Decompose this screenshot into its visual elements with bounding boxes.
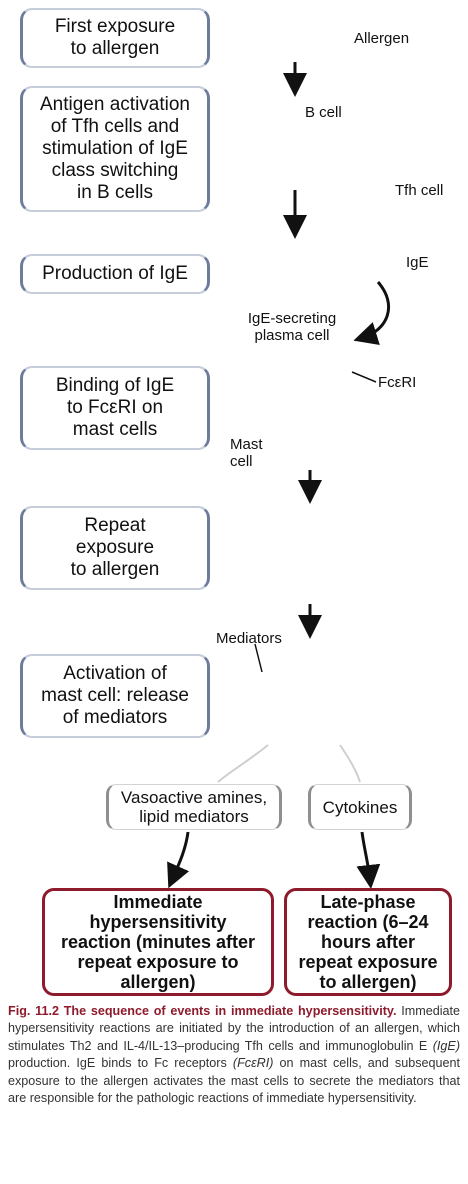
outcome-late-phase-reaction: Late-phase reaction (6–24 hours after re… <box>284 888 452 996</box>
arrow-to-late-phase <box>356 831 381 889</box>
step-first-exposure: First exposure to allergen <box>20 8 210 68</box>
fceri-pointer <box>351 371 377 383</box>
arrow-ige-to-mastcell <box>353 281 390 346</box>
step-label: Binding of IgE to FcεRI on mast cells <box>55 375 175 440</box>
step-label: Activation of mast cell: release of medi… <box>41 663 189 728</box>
outcome-immediate-hypersensitivity: Immediate hypersensitivity reaction (min… <box>42 888 274 996</box>
step-repeat-exposure: Repeat exposure to allergen <box>20 506 210 590</box>
arrow-to-vasoactive <box>217 744 269 783</box>
figure-caption: Fig. 11.2 The sequence of events in imme… <box>8 1003 460 1107</box>
label-plasma-cell: IgE-secreting plasma cell <box>247 310 337 344</box>
arrow-to-cytokines <box>339 744 361 783</box>
label-b-cell: B cell <box>305 104 342 121</box>
step-label: Production of IgE <box>42 263 188 284</box>
caption-abbr-ige: (IgE) <box>432 1038 461 1053</box>
step-binding-of-ige: Binding of IgE to FcεRI on mast cells <box>20 366 210 450</box>
label-fceri: FcεRI <box>378 374 417 391</box>
step-label: Repeat exposure to allergen <box>70 515 160 580</box>
branch-cytokines: Cytokines <box>308 784 412 830</box>
label-mediators: Mediators <box>216 630 282 647</box>
step-label: First exposure to allergen <box>54 16 176 59</box>
label-allergen: Allergen <box>354 30 410 47</box>
caption-abbr-fceri: (FcεRI) <box>232 1056 274 1071</box>
step-production-of-ige: Production of IgE <box>20 254 210 294</box>
label-ige: IgE <box>406 254 429 271</box>
caption-text-2: production. IgE binds to Fc receptors <box>8 1056 227 1071</box>
step-activation-of-mast-cell: Activation of mast cell: release of medi… <box>20 654 210 738</box>
branch-vasoactive-amines: Vasoactive amines, lipid mediators <box>106 784 282 830</box>
mediators-pointer <box>254 643 263 673</box>
caption-text-3: on mast cells, and subsequent exposure t… <box>8 1056 461 1106</box>
caption-text-1: Immediate hypersensitivity reactions are… <box>8 1004 461 1053</box>
caption-title: The sequence of events in immediate hype… <box>63 1004 397 1018</box>
caption-figure-label: Fig. 11.2 <box>8 1004 59 1018</box>
step-antigen-activation: Antigen activation of Tfh cells and stim… <box>20 86 210 212</box>
label-tfh-cell: Tfh cell <box>395 182 444 199</box>
label-mast-cell: Mast cell <box>230 436 263 470</box>
arrow-to-immediate <box>167 831 190 889</box>
step-label: Antigen activation of Tfh cells and stim… <box>40 94 190 203</box>
